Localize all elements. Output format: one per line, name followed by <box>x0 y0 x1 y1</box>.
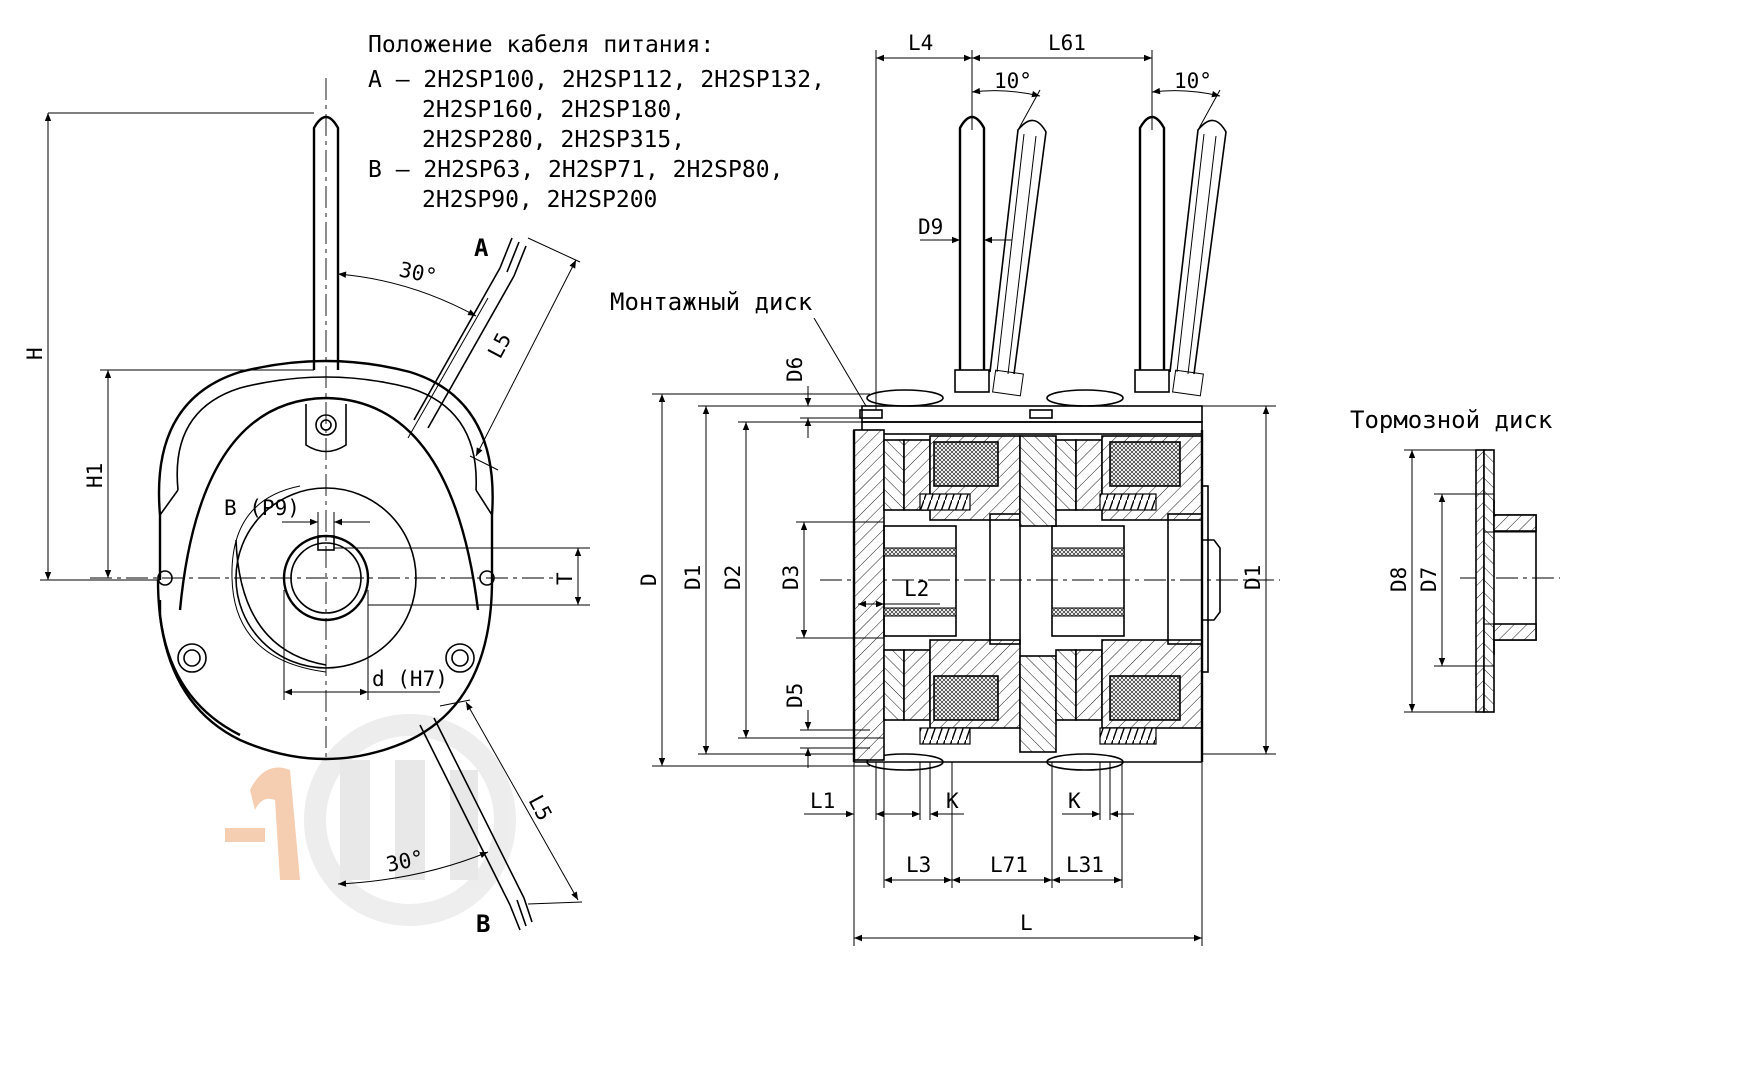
dim-d2-label: D2 <box>721 565 745 590</box>
dim-d1-left-label: D1 <box>681 565 705 590</box>
notes-heading: Положение кабеля питания: <box>368 32 714 58</box>
dim-d9-label: D9 <box>918 215 943 239</box>
side-section-view: L4 L61 10° 10° D9 Монтажный диск D6 D D1 <box>610 31 1280 946</box>
dim-k1-label: K <box>946 789 959 813</box>
dim-d7-label: D7 <box>1417 567 1441 592</box>
dim-l5-top-label: L5 <box>483 329 516 363</box>
dim-d-h7-label: d (H7) <box>372 667 448 691</box>
dim-big-d-label: D <box>637 573 661 586</box>
dim-l1-label: L1 <box>810 789 835 813</box>
dim-b-p9-label: B (P9) <box>224 496 300 520</box>
dim-h-label: H <box>23 347 47 360</box>
angle-10-right-label: 10° <box>1174 69 1212 93</box>
dim-d5-label: D5 <box>783 683 807 708</box>
notes-b-line-1: B — 2H2SP63, 2H2SP71, 2H2SP80, <box>368 157 783 183</box>
notes-b-line-2: 2H2SP90, 2H2SP200 <box>422 187 657 213</box>
notes-a-line-2: 2H2SP160, 2H2SP180, <box>422 97 685 123</box>
dim-l3-label: L3 <box>906 853 931 877</box>
dim-k2-label: K <box>1068 789 1081 813</box>
angle-10-left-label: 10° <box>994 69 1032 93</box>
dim-d6-label: D6 <box>783 357 807 382</box>
cable-b-label: B <box>476 910 490 938</box>
brake-disc-view: Тормозной диск D8 D7 <box>1350 406 1560 713</box>
dim-l71-label: L71 <box>990 853 1028 877</box>
cable-position-notes: Положение кабеля питания: A — 2H2SP100, … <box>368 32 825 213</box>
notes-a-line-3: 2H2SP280, 2H2SP315, <box>422 127 685 153</box>
dim-d3-label: D3 <box>779 565 803 590</box>
dim-h1-label: H1 <box>83 463 107 488</box>
dim-d1-right-label: D1 <box>1241 565 1265 590</box>
dim-t-label: T <box>553 572 577 585</box>
cable-a-label: A <box>474 234 489 262</box>
watermark-logo <box>225 714 516 926</box>
dim-l5-bottom-label: L5 <box>524 791 557 825</box>
dim-l4-label: L4 <box>908 31 933 55</box>
dim-l61-label: L61 <box>1048 31 1086 55</box>
front-view: H H1 B (P9) T d (H7) 30° L5 A <box>23 78 590 938</box>
dim-l2-label: L2 <box>904 577 929 601</box>
notes-a-line-1: A — 2H2SP100, 2H2SP112, 2H2SP132, <box>368 67 825 93</box>
dim-l31-label: L31 <box>1066 853 1104 877</box>
brake-disc-title: Тормозной диск <box>1350 406 1553 434</box>
angle-30-top-label: 30° <box>397 257 439 288</box>
dim-d8-label: D8 <box>1387 567 1411 592</box>
mount-disc-label: Монтажный диск <box>610 288 813 316</box>
dim-l-label: L <box>1020 911 1033 935</box>
